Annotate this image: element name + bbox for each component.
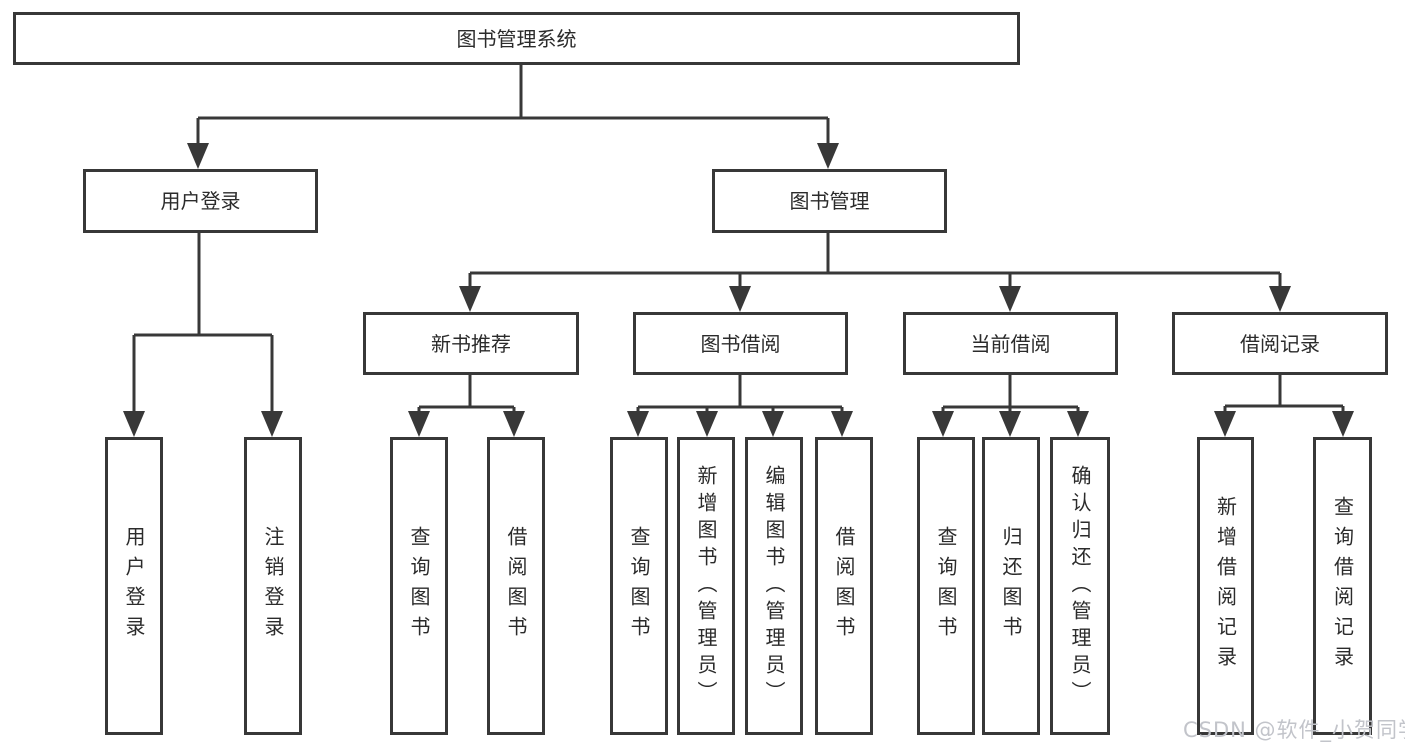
node-library-management-system: 图书管理系统 <box>13 12 1020 65</box>
node-borrowing-records: 借阅记录 <box>1172 312 1388 375</box>
leaf-user-login: 用户登录 <box>105 437 163 735</box>
leaf-recommend-borrow-book: 借阅图书 <box>487 437 545 735</box>
leaf-borrowing-query-book: 查询图书 <box>610 437 668 735</box>
node-new-book-recommendation: 新书推荐 <box>363 312 579 375</box>
node-user-login: 用户登录 <box>83 169 318 233</box>
leaf-current-return-book: 归还图书 <box>982 437 1040 735</box>
node-current-borrowing: 当前借阅 <box>903 312 1118 375</box>
leaf-records-add-record: 新增借阅记录 <box>1197 437 1254 735</box>
leaf-recommend-query-book: 查询图书 <box>390 437 448 735</box>
leaf-current-query-book: 查询图书 <box>917 437 975 735</box>
leaf-records-query-record: 查询借阅记录 <box>1313 437 1372 735</box>
node-book-borrowing: 图书借阅 <box>633 312 848 375</box>
leaf-borrowing-add-book-admin: 新增图书（管理员） <box>677 437 735 735</box>
leaf-borrowing-borrow-book: 借阅图书 <box>815 437 873 735</box>
leaf-current-confirm-return-admin: 确认归还（管理员） <box>1050 437 1110 735</box>
csdn-watermark: CSDN @软件_小贺同学 <box>1183 718 1405 742</box>
arrowhead-icons <box>123 143 1354 437</box>
leaf-logout: 注销登录 <box>244 437 302 735</box>
leaf-borrowing-edit-book-admin: 编辑图书（管理员） <box>745 437 803 735</box>
node-book-management: 图书管理 <box>712 169 947 233</box>
